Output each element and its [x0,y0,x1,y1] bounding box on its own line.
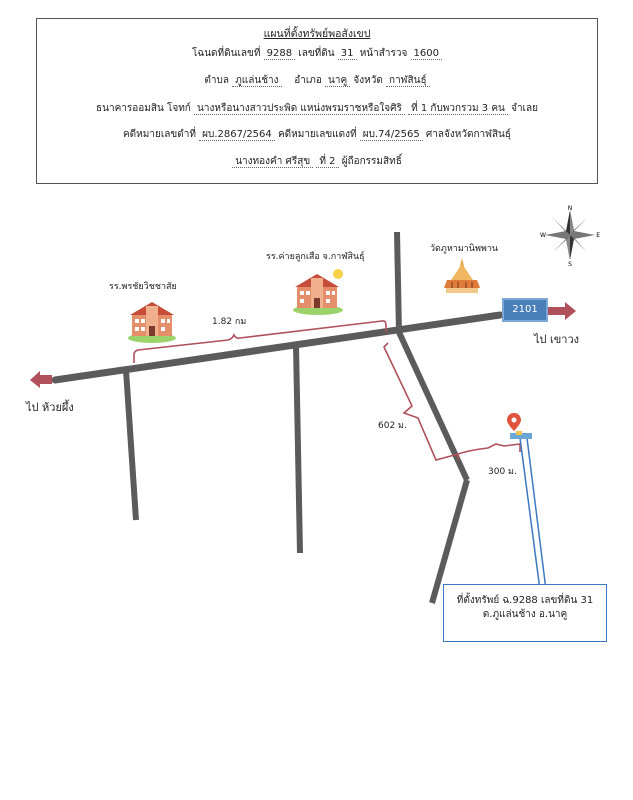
owner-line: นางทองคำ ศรีสุข ที่ 2 ผู้ถือกรรมสิทธิ์ [37,155,597,169]
black-case-number: ผบ.2867/2564 [199,129,275,141]
north-road [394,231,402,334]
district-label: อำเภอ [294,75,322,86]
black-case-label: คดีหมายเลขดำที่ [122,129,196,140]
owner-label: ผู้ถือกรรมสิทธิ์ [341,156,402,167]
west-destination-label: ไป ห้วยผึ้ง [26,401,74,414]
court-name: ศาลจังหวัดกาฬสินธุ์ [425,129,511,140]
east-arrow-icon [548,302,576,320]
pointer-line-1 [519,437,541,591]
defendant-label: จำเลย [511,103,538,114]
location-pin-icon [507,413,532,439]
compass-south: S [568,261,572,266]
owner-name: นางทองคำ ศรีสุข [232,156,314,168]
compass-east: E [596,232,600,239]
west-arrow-icon [30,371,52,388]
red-case-label: คดีหมายเลขแดงที่ [277,129,357,140]
compass-west: W [540,232,546,239]
school2-label: รร.ค่ายลูกเสือ จ.กาฬสินธุ์ [266,252,365,262]
red-case-number: ผบ.74/2565 [359,129,423,141]
deed-number: 9288 [263,48,296,60]
temple-icon [444,258,480,293]
defendant-name: นางหรือนางสาวประพิด แหน่งพรมราชหรือใจศิร… [194,103,405,115]
district-value: นาคู [325,75,351,87]
subdistrict-value: ภูแล่นช้าง [232,75,282,87]
header-box: แผนที่ตั้งทรัพย์พอสังเขป โฉนดที่ดินเลขที… [36,18,598,184]
school1-label: รร.พรชัยวิชชาสัย [109,282,177,292]
compass-north: N [568,205,573,212]
east-destination-label: ไป เขาวง [534,333,580,346]
distance-label-2: 602 ม. [378,421,407,431]
distance-bracket-2 [383,342,459,461]
deed-label: โฉนดที่ดินเลขที่ [192,48,261,59]
land-no-label: เลขที่ดิน [298,48,335,59]
side-road-1 [123,369,139,521]
distance-label-1: 1.82 กม [212,317,247,327]
survey-page: 1600 [410,48,442,60]
owner-number: ที่ 2 [316,156,339,168]
compass-rose-icon: N S W E [540,205,600,266]
side-road-2 [293,344,303,554]
pointer-line-2 [526,437,547,591]
survey-page-label: หน้าสำรวจ [359,48,408,59]
distance-label-3: 300 ม. [488,467,517,477]
province-value: กาฬสินธุ์ [386,75,430,87]
main-road [51,311,504,384]
property-location-box: ที่ตั้งทรัพย์ ฉ.9288 เลขที่ดิน 31 ต.ภูแล… [443,584,607,642]
map-title: แผนที่ตั้งทรัพย์พอสังเขป [263,28,371,40]
property-line-1: ที่ตั้งทรัพย์ ฉ.9288 เลขที่ดิน 31 [456,595,594,606]
school-building-icon [128,302,176,343]
case-line: คดีหมายเลขดำที่ ผบ.2867/2564 คดีหมายเลขแ… [37,128,597,142]
deed-line: โฉนดที่ดินเลขที่ 9288 เลขที่ดิน 31 หน้าส… [37,47,597,61]
road-number-badge: 2101 [502,298,548,322]
distance-bracket-1 [133,320,387,363]
plaintiff-label: ธนาคารออมสิน โจทก์ [96,103,191,114]
parties-line: ธนาคารออมสิน โจทก์ นางหรือนางสาวประพิด แ… [37,102,597,116]
province-label: จังหวัด [353,75,383,86]
access-road [395,328,470,482]
access-road-end [429,479,470,604]
school-building-icon [293,269,343,315]
property-line-2: ต.ภูแล่นช้าง อ.นาคู [482,609,568,620]
land-no: 31 [337,48,357,60]
distance-bracket-3 [457,443,521,460]
temple-label: วัดภูหามานิพพาน [430,244,499,254]
subdistrict-label: ตำบล [204,75,230,86]
defendant-number: ที่ 1 กับพวกรวม 3 คน [408,103,508,115]
location-line: ตำบล ภูแล่นช้าง อำเภอ นาคู จังหวัด กาฬสิ… [37,74,597,88]
